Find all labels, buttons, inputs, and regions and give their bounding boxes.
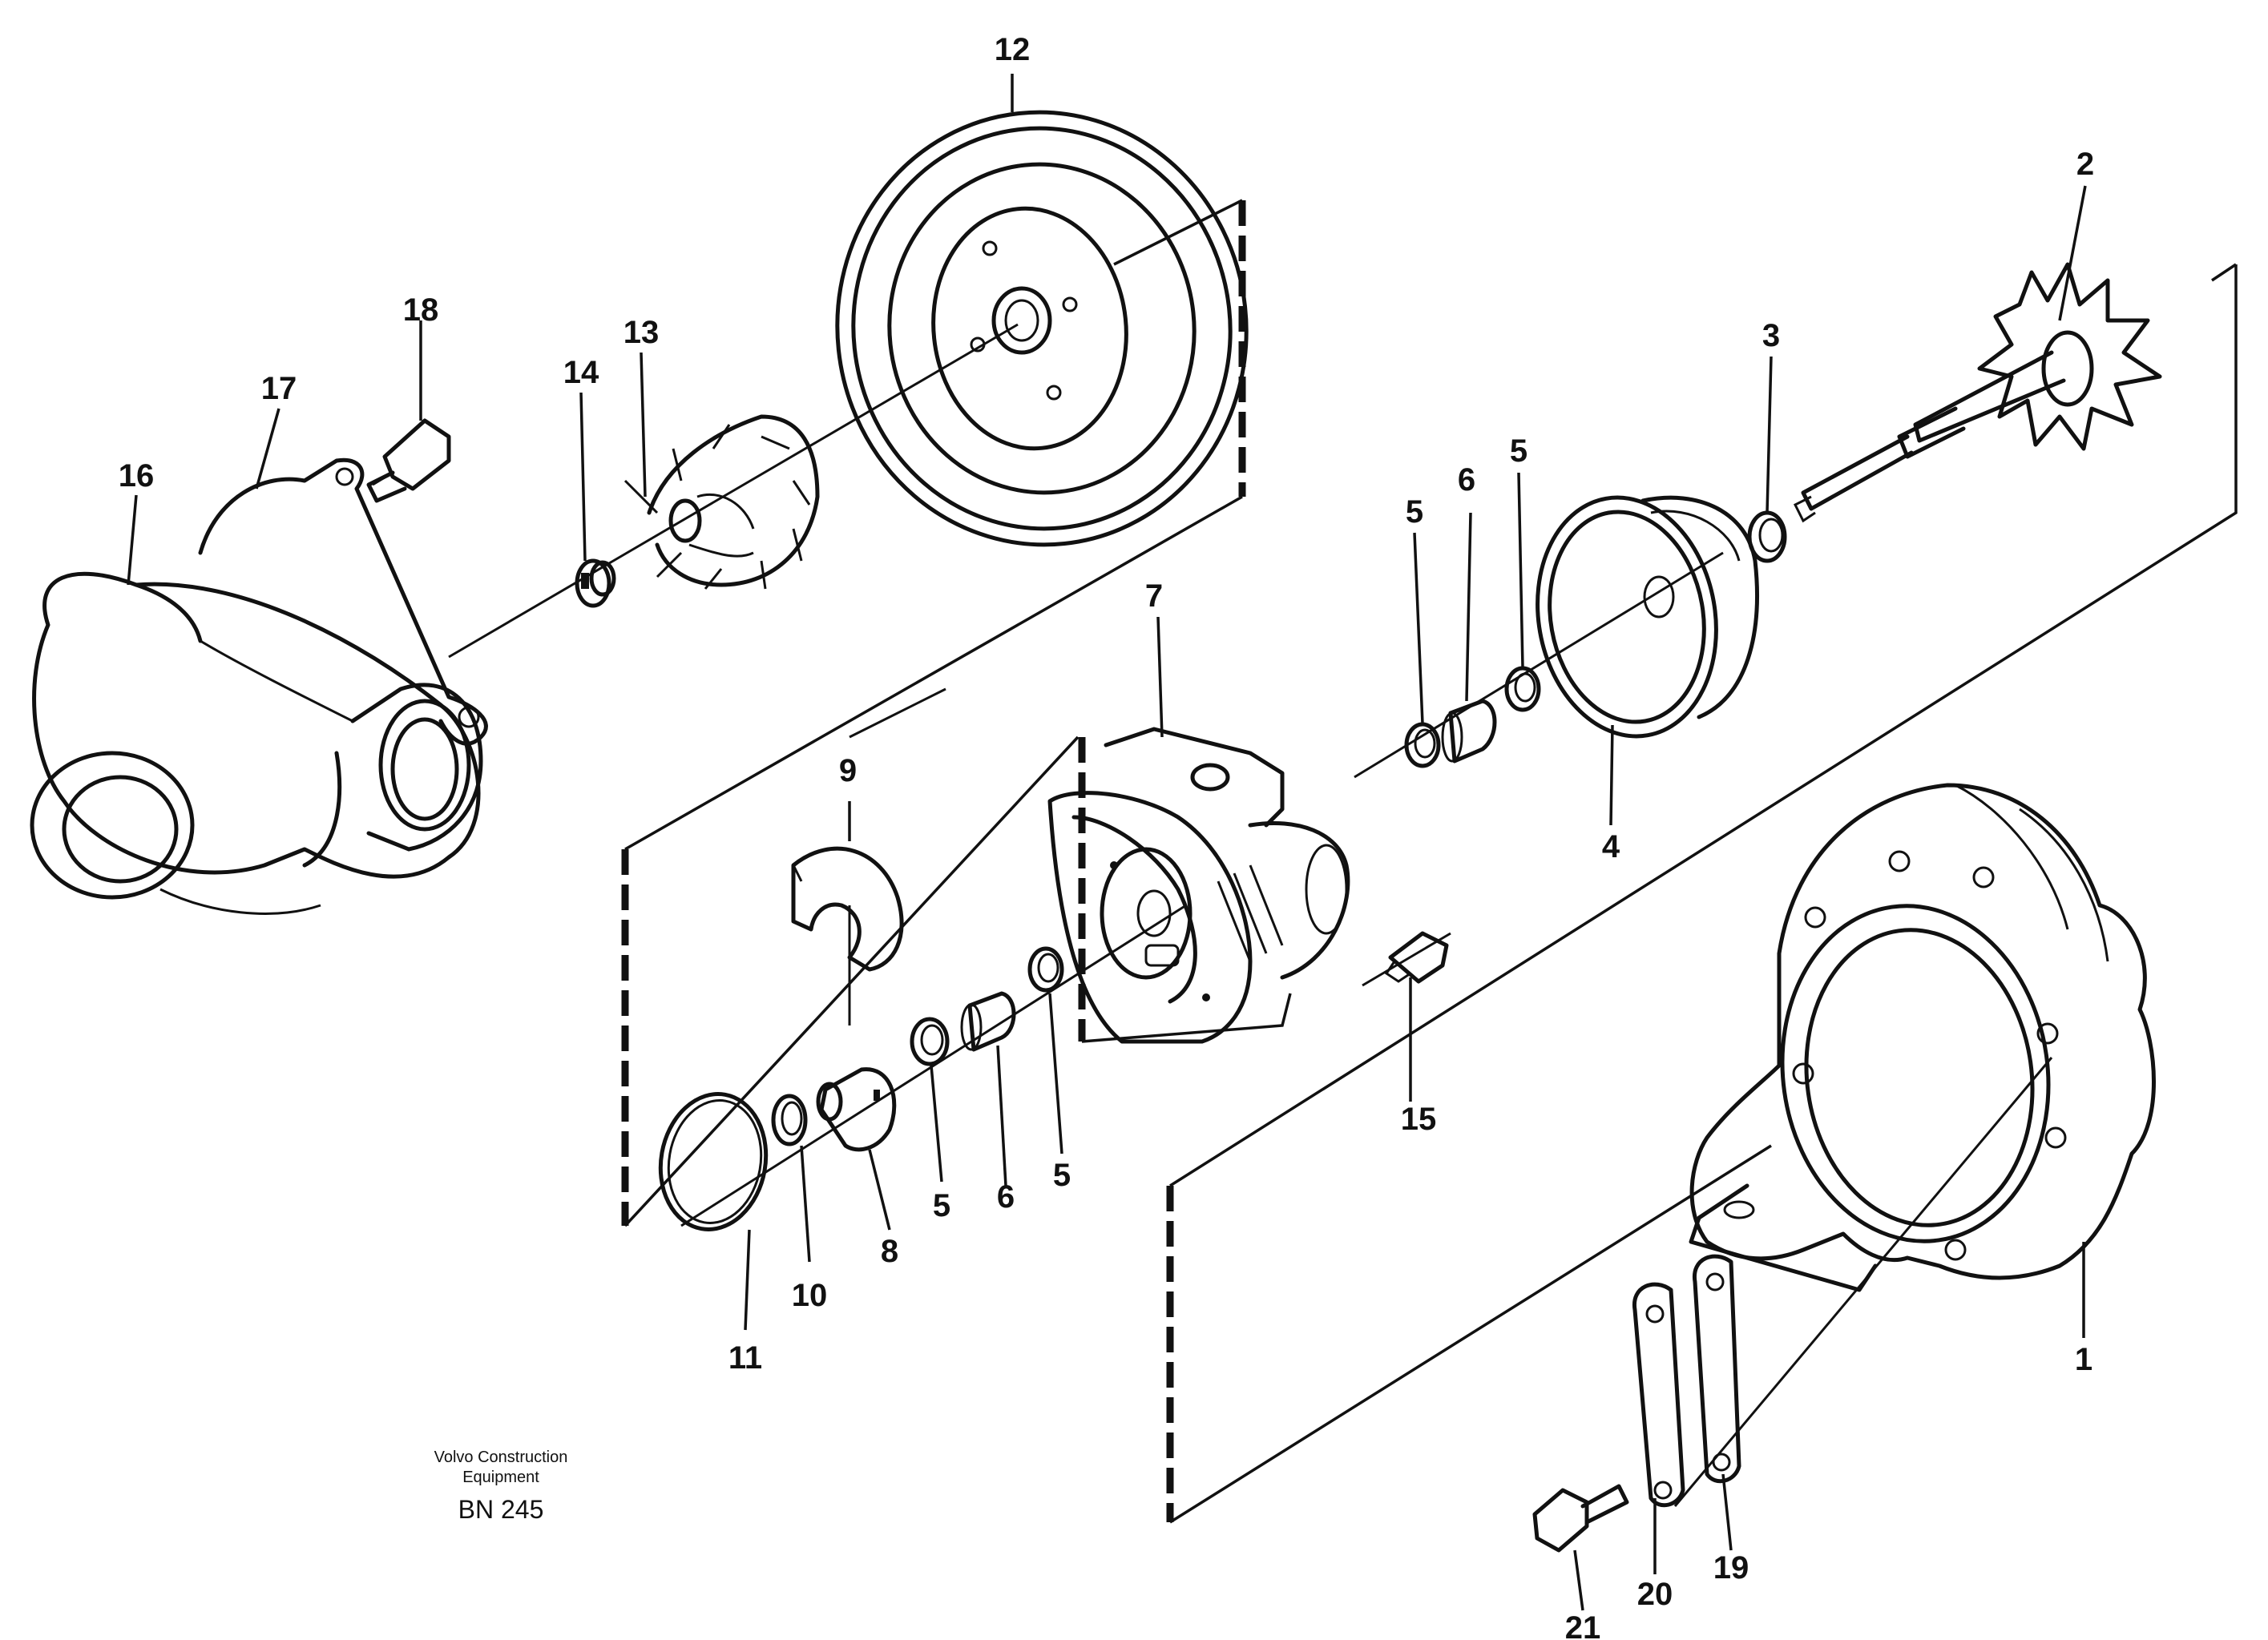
compressor-housing-part-16: [30, 571, 483, 915]
caption-company: Volvo Construction: [434, 1449, 568, 1466]
lock-plate-part-20: [1632, 1282, 1685, 1508]
callout-9: 9: [839, 753, 857, 788]
callout-11: 11: [728, 1340, 762, 1376]
callout-4: 4: [1602, 829, 1620, 864]
callout-5c: 5: [933, 1188, 950, 1223]
callout-13: 13: [623, 315, 660, 350]
assembly-frames: [621, 199, 2238, 1524]
compressor-wheel-part-13: [623, 414, 820, 590]
caption-code: BN 245: [458, 1495, 544, 1524]
callout-8: 8: [881, 1234, 898, 1269]
callout-labels: 1 2 3 4 5 5 5 5 6 6 7 8 9 10 11 12 13 14…: [119, 32, 2094, 1640]
callout-6a: 6: [1458, 462, 1475, 498]
bearing-housing-part-7: [1047, 727, 1350, 1044]
clamp-ring-part-17: [198, 457, 488, 746]
callout-5d: 5: [1053, 1158, 1071, 1193]
thrust-plate-part-9: [791, 846, 904, 972]
callout-2: 2: [2076, 147, 2094, 182]
callout-6b: 6: [997, 1179, 1015, 1215]
callout-14: 14: [563, 355, 599, 390]
upper-bearing-group: [1404, 666, 1541, 768]
callout-21: 21: [1565, 1610, 1601, 1640]
leader-lines: [127, 74, 2087, 1611]
callout-7: 7: [1145, 578, 1163, 614]
callout-3: 3: [1762, 318, 1780, 353]
callout-17: 17: [261, 371, 297, 406]
turbine-housing-part-1: [1689, 783, 2156, 1292]
back-plate-part-12: [835, 110, 1249, 547]
nut-part-14: [575, 558, 616, 608]
callout-20: 20: [1637, 1577, 1673, 1612]
callout-1: 1: [2075, 1342, 2092, 1377]
caption-company-line2: Equipment: [462, 1469, 539, 1486]
callout-5b: 5: [1510, 433, 1527, 469]
heat-shield-part-4: [1536, 495, 1759, 739]
callout-16: 16: [119, 458, 155, 494]
callout-15: 15: [1401, 1102, 1437, 1137]
lower-bearing-group: [658, 946, 1064, 1231]
caption-block: Volvo Construction Equipment BN 245: [434, 1449, 568, 1524]
callout-5a: 5: [1406, 494, 1423, 530]
bolt-part-21: [1532, 1484, 1629, 1553]
bolt-part-15: [1384, 931, 1449, 984]
callout-18: 18: [403, 292, 439, 328]
turbine-wheel-shaft-part-2: [1793, 262, 2162, 523]
callout-19: 19: [1713, 1550, 1749, 1586]
bolt-part-18: [366, 418, 451, 503]
callout-12: 12: [995, 32, 1031, 67]
callout-10: 10: [792, 1278, 828, 1313]
lock-plate-part-19: [1693, 1254, 1741, 1484]
